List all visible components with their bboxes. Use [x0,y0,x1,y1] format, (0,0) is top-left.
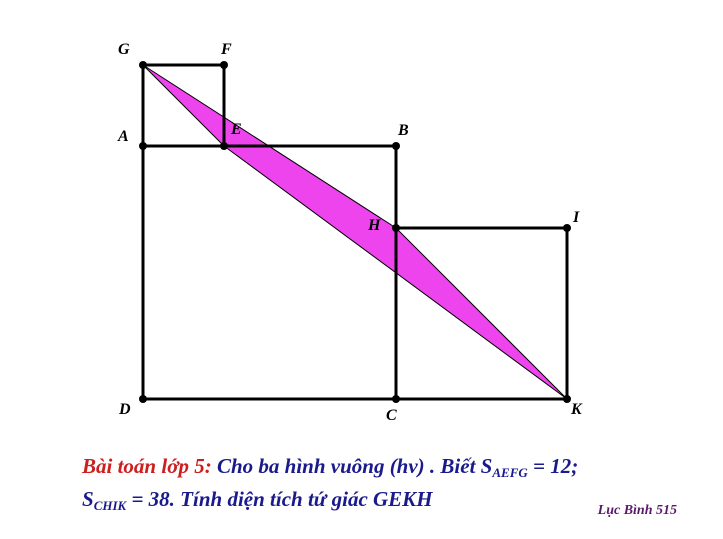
problem-statement: Bài toán lớp 5: Cho ba hình vuông (hv) .… [82,450,712,516]
label-b: B [397,122,409,139]
area-subscript-chik: CHIK [93,498,127,513]
problem-text-3: = 38. Tính diện tích tứ giác GEKH [126,487,433,511]
medium-square-chik [396,226,569,401]
label-k: K [570,401,583,418]
small-square-aefg [141,63,226,146]
large-square-abcd [141,144,398,401]
problem-text-1: Cho ba hình vuông (hv) . Biết S [211,454,493,478]
label-h: H [367,217,381,234]
quadrilateral-gekh [142,64,568,400]
point-h [392,224,400,232]
label-g: G [118,41,130,58]
problem-text-2: = 12; [527,454,579,478]
label-e: E [230,121,242,138]
point-g [139,61,147,69]
point-d [139,395,147,403]
label-i: I [572,209,580,226]
label-c: C [386,407,397,424]
label-a: A [117,128,129,145]
point-k [563,395,571,403]
vertex-dots [139,61,571,403]
point-c [392,395,400,403]
author-signature: Lục Bình 515 [597,503,677,518]
area-symbol-s: S [82,487,94,511]
point-f [220,61,228,69]
label-d: D [118,401,131,418]
point-b [392,142,400,150]
point-a [139,142,147,150]
point-i [563,224,571,232]
area-subscript-aefg: AEFG [492,465,528,480]
problem-lead: Bài toán lớp 5: [82,454,212,478]
point-e [220,142,228,150]
label-f: F [220,41,232,58]
